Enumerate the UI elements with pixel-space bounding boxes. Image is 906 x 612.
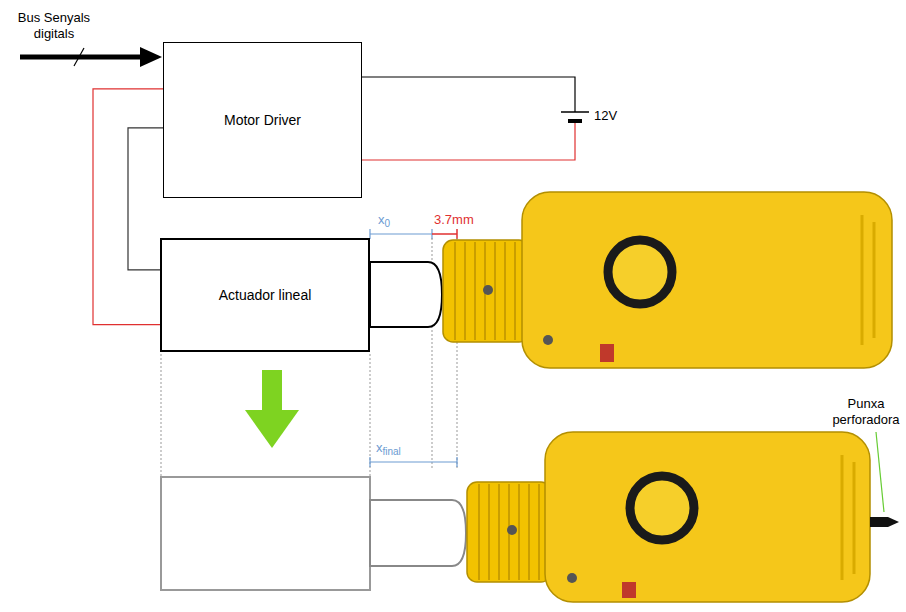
bus-slash (74, 48, 84, 66)
symbol-base: x (376, 440, 383, 455)
wire-connector (93, 89, 163, 325)
guide-line (370, 354, 371, 476)
bus-label: Bus Senyals digitals (6, 10, 102, 42)
battery-plate-short (568, 119, 582, 123)
piercing-spike (870, 517, 899, 527)
dimension-tick (369, 457, 370, 467)
device-thread (467, 482, 551, 582)
voltage-label: 12V (594, 108, 634, 124)
leader-line (876, 432, 884, 512)
callout-label: Punxa perforadora (830, 396, 902, 428)
screw (567, 573, 577, 583)
device-thread (443, 240, 529, 342)
symbol-base: x (378, 212, 385, 227)
dimension-label: 3.7mm (434, 212, 482, 228)
move-arrow-shaft (262, 370, 282, 410)
dimension-line (370, 461, 457, 462)
guide-line (161, 354, 162, 476)
wire-connector (128, 128, 163, 270)
box-text: Motor Driver (224, 112, 301, 128)
screw (543, 335, 553, 345)
box-text: Actuador lineal (219, 287, 312, 303)
dimension-line-red (432, 233, 457, 235)
symbol-subscript: 0 (385, 218, 391, 229)
dimension-line (370, 233, 432, 234)
thread-ridges (455, 242, 515, 340)
device-body (545, 432, 870, 602)
body-emboss (862, 215, 874, 345)
dimension-tick (456, 229, 458, 239)
screw (483, 285, 493, 295)
device-body (522, 192, 892, 368)
battery-plate-long (561, 111, 589, 113)
screw (507, 525, 517, 535)
battery-wire-black (362, 77, 575, 112)
actuator-rod-extended (370, 500, 466, 566)
actuator-box: Actuador lineal (160, 238, 370, 352)
dimension-label: x0 (378, 212, 418, 228)
move-arrow-head (245, 410, 299, 448)
dimension-label: xfinal (376, 440, 436, 456)
actuator-rod (370, 262, 442, 327)
bus-arrow-head (140, 47, 162, 67)
body-emboss (842, 455, 854, 580)
red-tab (622, 582, 636, 598)
actuator-ghost (161, 477, 370, 590)
bus-arrow-shaft (20, 55, 142, 60)
red-tab (600, 344, 614, 362)
driver-box: Motor Driver (163, 42, 362, 198)
symbol-subscript: final (383, 446, 401, 457)
thread-ridges (479, 484, 539, 580)
battery-wire-red (362, 122, 575, 160)
o-ring (608, 240, 672, 304)
o-ring (630, 476, 694, 540)
dimension-tick (456, 457, 457, 467)
